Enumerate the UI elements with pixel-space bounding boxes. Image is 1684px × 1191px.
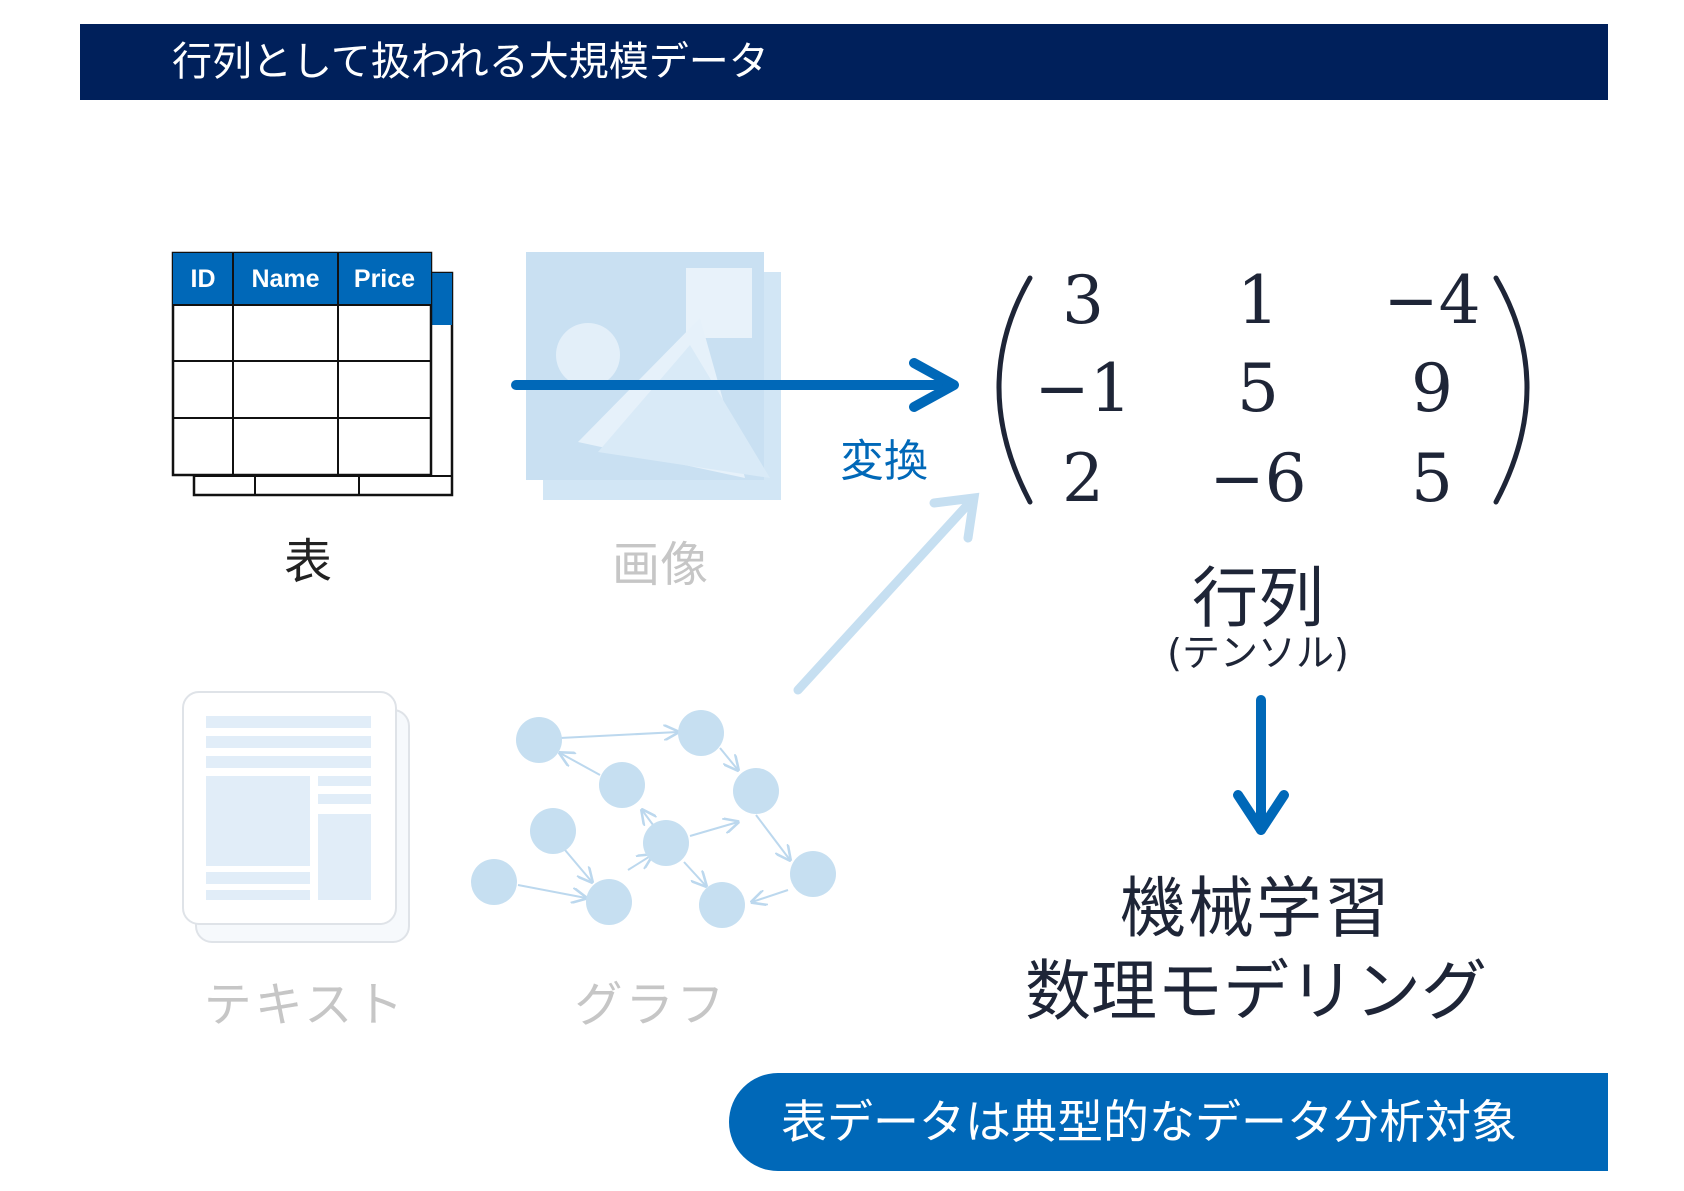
graph-icon	[517, 732, 790, 902]
image-icon	[526, 252, 781, 500]
matrix-right-bracket	[1493, 275, 1530, 505]
matrix-cell: 3	[1062, 262, 1104, 339]
conversion-label: 変換	[840, 436, 928, 487]
table-label: 表	[283, 534, 333, 590]
tensor-label: (テンソル)	[1167, 631, 1349, 675]
graph-nodes	[471, 710, 836, 928]
matrix-left-bracket	[996, 275, 1033, 505]
table-icon	[171, 251, 454, 497]
text-label: テキスト	[203, 977, 407, 1033]
matrix-cell: 2	[1062, 440, 1104, 517]
matrix-cell: 5	[1411, 440, 1453, 517]
text-document-icon	[182, 691, 410, 943]
table-header-id: ID	[190, 265, 216, 293]
down-arrow	[1233, 695, 1289, 835]
summary-banner-text: 表データは典型的なデータ分析対象	[781, 1095, 1517, 1149]
summary-banner: 表データは典型的なデータ分析対象	[729, 1073, 1608, 1171]
table-header-price: Price	[353, 265, 416, 293]
graph-to-matrix-arrow	[793, 492, 980, 695]
table-header-name: Name	[251, 265, 320, 293]
matrix-cell: 9	[1411, 350, 1453, 427]
matrix-cell: −4	[1383, 262, 1481, 339]
header-title: 行列として扱われる大規模データ	[172, 39, 769, 85]
image-label: 画像	[611, 537, 709, 593]
matrix-cell: 1	[1237, 262, 1279, 339]
conversion-arrow	[511, 358, 959, 412]
machine-learning-label: 機械学習	[1120, 870, 1392, 947]
matrix-cell: −1	[1034, 350, 1132, 427]
graph-label: グラフ	[574, 977, 728, 1033]
math-modeling-label: 数理モデリング	[1025, 953, 1487, 1030]
matrix-cell: 5	[1237, 350, 1279, 427]
matrix-label: 行列	[1192, 560, 1324, 637]
header-bar: 行列として扱われる大規模データ	[80, 24, 1608, 100]
matrix-cell: −6	[1209, 440, 1307, 517]
